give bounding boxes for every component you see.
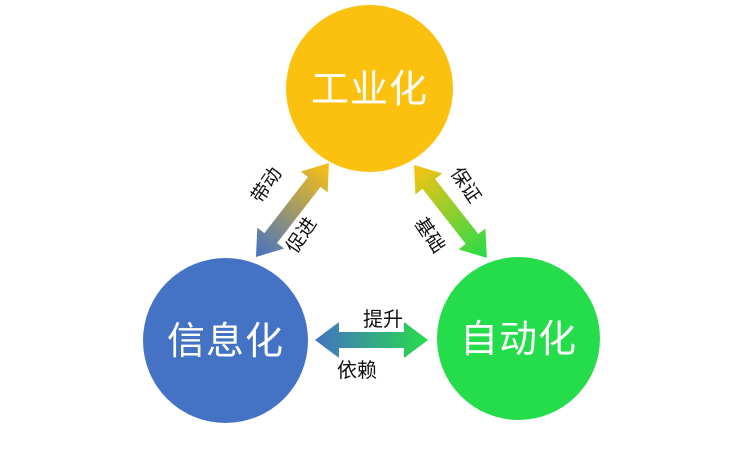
node-automation: 自动化 (437, 257, 600, 420)
node-informatization: 信息化 (143, 258, 308, 423)
edge-label-enhance: 提升 (363, 307, 403, 331)
node-industrialization: 工业化 (286, 5, 453, 172)
double-arrow-industry-auto (414, 165, 487, 258)
double-arrow-info-auto (315, 322, 428, 358)
node-label-informatization: 信息化 (166, 318, 284, 363)
edge-label-depend: 依赖 (337, 358, 377, 382)
double-arrow-info-industry (256, 162, 329, 257)
node-label-industrialization: 工业化 (310, 66, 428, 111)
node-label-automation: 自动化 (459, 316, 577, 361)
